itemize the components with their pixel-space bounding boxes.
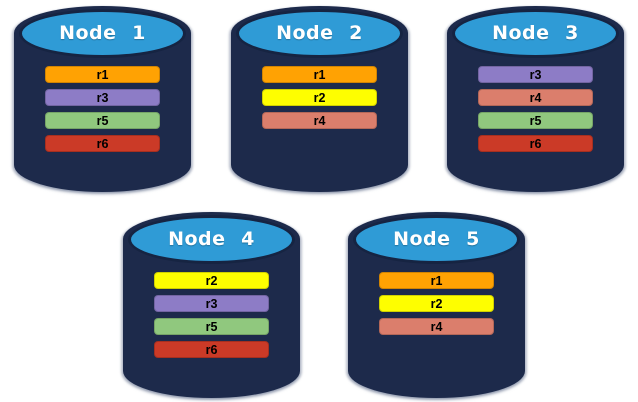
region-bar: r6 [45,135,160,152]
region-bar: r3 [45,89,160,106]
region-bar: r4 [478,89,593,106]
region-bar: r3 [154,295,269,312]
region-bar-list: r1 r2 r4 [348,272,525,335]
region-bar: r4 [262,112,377,129]
node-cylinder-5: Node 5 r1 r2 r4 [348,212,525,398]
node-cylinder-4: Node 4 r2 r3 r5 r6 [123,212,300,398]
cylinder-top: Node 5 [353,215,520,264]
region-bar: r1 [45,66,160,83]
node-cylinder-2: Node 2 r1 r2 r4 [231,6,408,192]
region-bar: r4 [379,318,494,335]
region-bar-list: r2 r3 r5 r6 [123,272,300,358]
region-bar-list: r3 r4 r5 r6 [447,66,624,152]
region-bar: r5 [154,318,269,335]
cylinder-top: Node 3 [452,9,619,58]
cylinder-top: Node 1 [19,9,186,58]
node-title: Node 2 [276,21,363,44]
node-title: Node 3 [492,21,579,44]
region-bar: r1 [379,272,494,289]
region-bar: r1 [262,66,377,83]
node-title: Node 4 [168,227,255,250]
region-bar: r6 [154,341,269,358]
node-title: Node 1 [59,21,146,44]
region-bar-list: r1 r3 r5 r6 [14,66,191,152]
node-title: Node 5 [393,227,480,250]
node-cylinder-3: Node 3 r3 r4 r5 r6 [447,6,624,192]
region-bar-list: r1 r2 r4 [231,66,408,129]
node-cylinder-1: Node 1 r1 r3 r5 r6 [14,6,191,192]
cylinder-top: Node 2 [236,9,403,58]
cylinder-top: Node 4 [128,215,295,264]
region-bar: r2 [379,295,494,312]
region-bar: r5 [45,112,160,129]
region-bar: r2 [262,89,377,106]
region-bar: r2 [154,272,269,289]
region-bar: r5 [478,112,593,129]
region-bar: r3 [478,66,593,83]
region-bar: r6 [478,135,593,152]
